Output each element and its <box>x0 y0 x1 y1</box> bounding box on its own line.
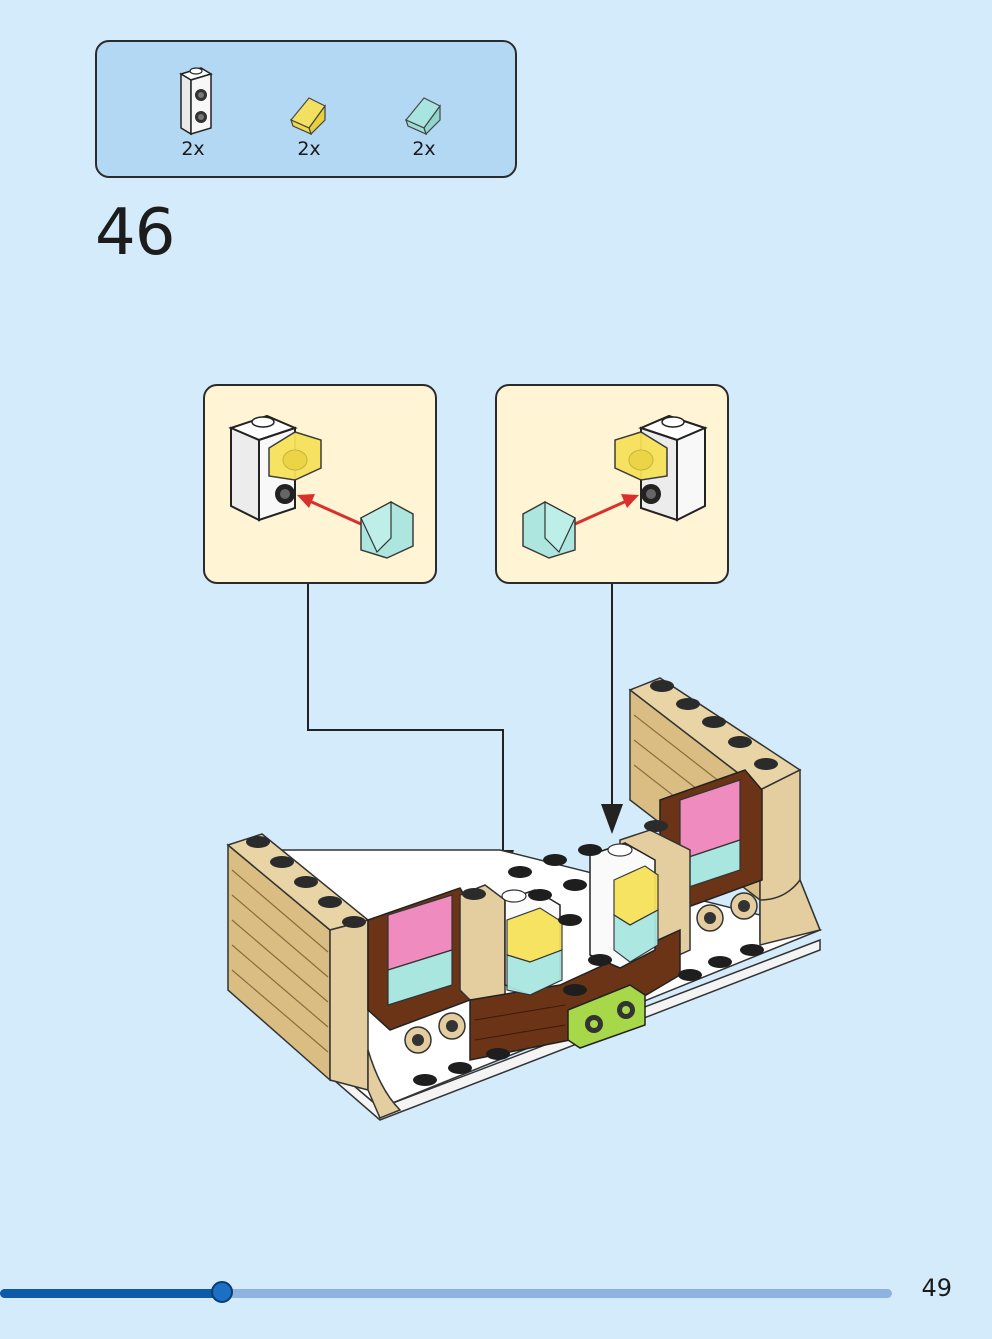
white-brick-side-studs-icon <box>179 67 213 136</box>
build-model-illustration <box>226 584 823 1121</box>
part-quantity: 2x <box>297 138 321 160</box>
part-quantity: 2x <box>181 138 205 160</box>
step-number: 46 <box>95 196 175 270</box>
callout-left <box>203 384 437 584</box>
page-number: 49 <box>921 1274 952 1302</box>
trans-light-blue-slope-icon <box>405 97 441 136</box>
callout-right-illustration <box>522 414 708 559</box>
progress-knob <box>211 1281 233 1303</box>
part-blue-slope: 2x <box>384 62 464 160</box>
parts-list-box: 2x 2x 2x <box>95 40 517 178</box>
part-yellow-slope: 2x <box>269 62 349 160</box>
callout-left-illustration <box>228 414 414 559</box>
trans-yellow-slope-icon <box>290 97 326 136</box>
progress-fill <box>0 1289 222 1298</box>
arrow-down-icon <box>601 804 623 834</box>
connector-line-left <box>307 584 504 852</box>
part-quantity: 2x <box>412 138 436 160</box>
progress-track <box>0 1289 892 1298</box>
callout-right <box>495 384 729 584</box>
part-white-brick: 2x <box>153 62 233 160</box>
